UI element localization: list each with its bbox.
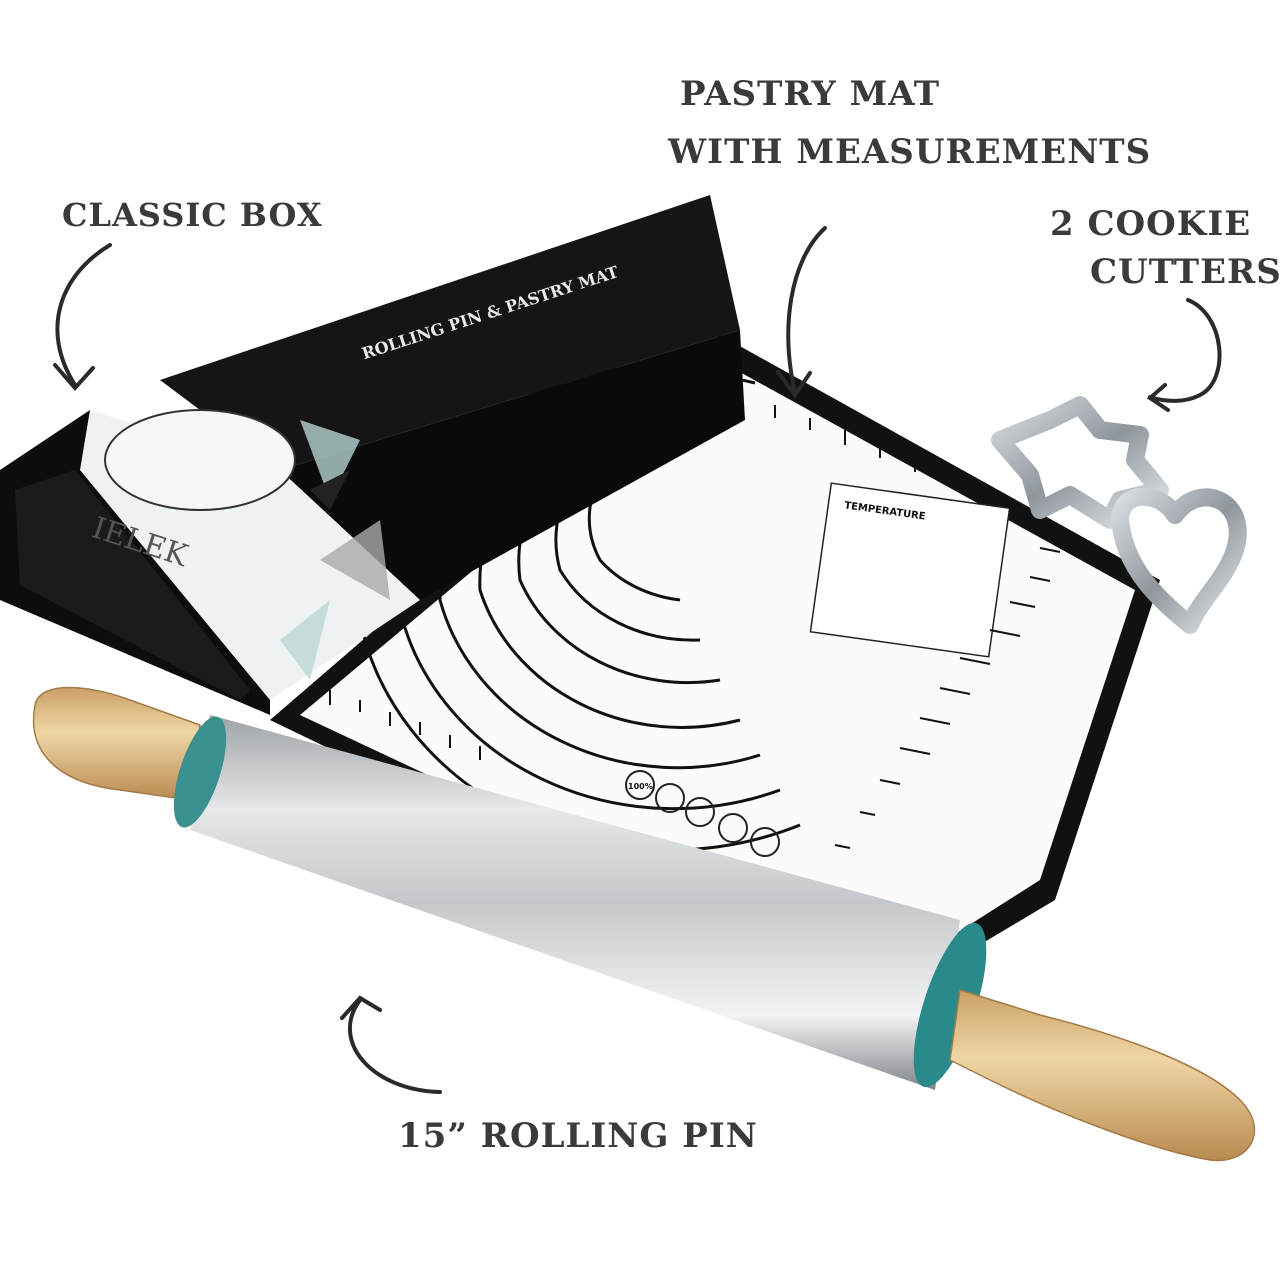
- cookie-cutters-label-line1: 2 COOKIE: [1050, 204, 1252, 244]
- box-logo-oval: [104, 409, 296, 511]
- temperature-table: TEMPERATURE: [809, 482, 1011, 658]
- cookie-cutters: [991, 396, 1247, 634]
- pastry-mat-label-line1: PASTRY MAT: [680, 74, 941, 114]
- star-cookie-cutter: [991, 396, 1169, 529]
- mat-right-ruler: [834, 547, 1061, 849]
- mat-certification-icons: [625, 770, 780, 857]
- mat-arrow-icon: [776, 226, 827, 399]
- heart-cookie-cutter: [1111, 487, 1247, 634]
- rolling-pin-label: 15” ROLLING PIN: [398, 1116, 758, 1156]
- rolling-pin-barrel: [173, 715, 987, 1090]
- rolling-pin-right-handle: [949, 989, 1256, 1162]
- box-arrow-icon: [53, 243, 112, 392]
- rolling-pin: [32, 686, 1256, 1162]
- cutters-arrow-icon: [1146, 298, 1222, 412]
- classic-box-label: CLASSIC BOX: [62, 196, 323, 234]
- pastry-mat: TEMPERATURE: [270, 335, 1160, 1010]
- mat-left-ruler: [329, 690, 481, 760]
- left-end-cap: [173, 716, 227, 828]
- rolling-pin-arrow-icon: [340, 995, 442, 1094]
- pastry-mat-label-line2: WITH MEASUREMENTS: [668, 132, 1152, 172]
- right-end-cap: [913, 922, 987, 1088]
- annotation-arrows: [53, 226, 1222, 1094]
- badge-100-text: 100%: [628, 782, 653, 791]
- rolling-pin-left-handle: [32, 686, 201, 801]
- cookie-cutters-label-line2: CUTTERS: [1090, 252, 1280, 292]
- mat-top-ruler: [739, 395, 951, 485]
- classic-box: IELEK ROLLING PIN & PASTRY MAT: [0, 195, 745, 715]
